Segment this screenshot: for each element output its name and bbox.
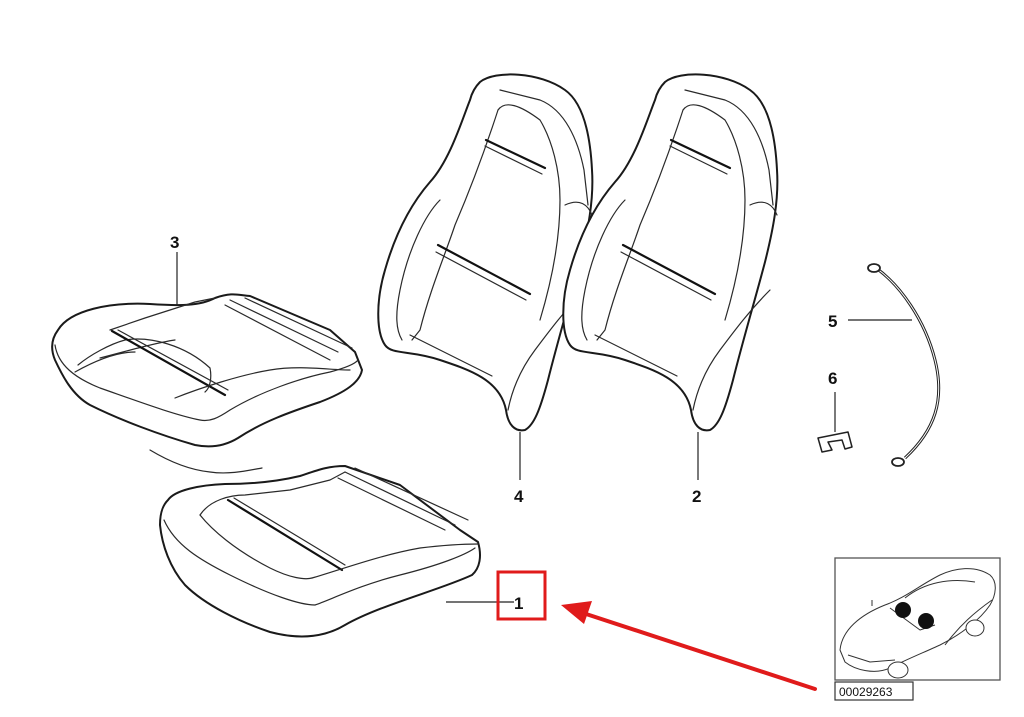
callout-3: 3: [170, 233, 179, 252]
seat-cushion-upper: [51, 293, 363, 474]
callout-5: 5: [828, 312, 837, 331]
reference-number: 00029263: [839, 685, 893, 699]
vehicle-location-inset: 00029263: [834, 557, 1001, 701]
backrest-right: [562, 73, 779, 432]
callout-4: 4: [514, 487, 524, 506]
seat-cushion-lower: [159, 465, 481, 638]
backrest-left: [377, 73, 594, 432]
callout-6: 6: [828, 369, 837, 388]
location-marker: [918, 613, 934, 629]
leader-lines: [176, 252, 912, 603]
location-marker: [895, 602, 911, 618]
clip-part: [817, 431, 853, 453]
callout-2: 2: [692, 487, 701, 506]
wire-part: [867, 263, 941, 467]
callout-1: 1: [514, 594, 523, 613]
highlight-box: [496, 570, 547, 621]
highlight-arrow: [561, 601, 817, 691]
